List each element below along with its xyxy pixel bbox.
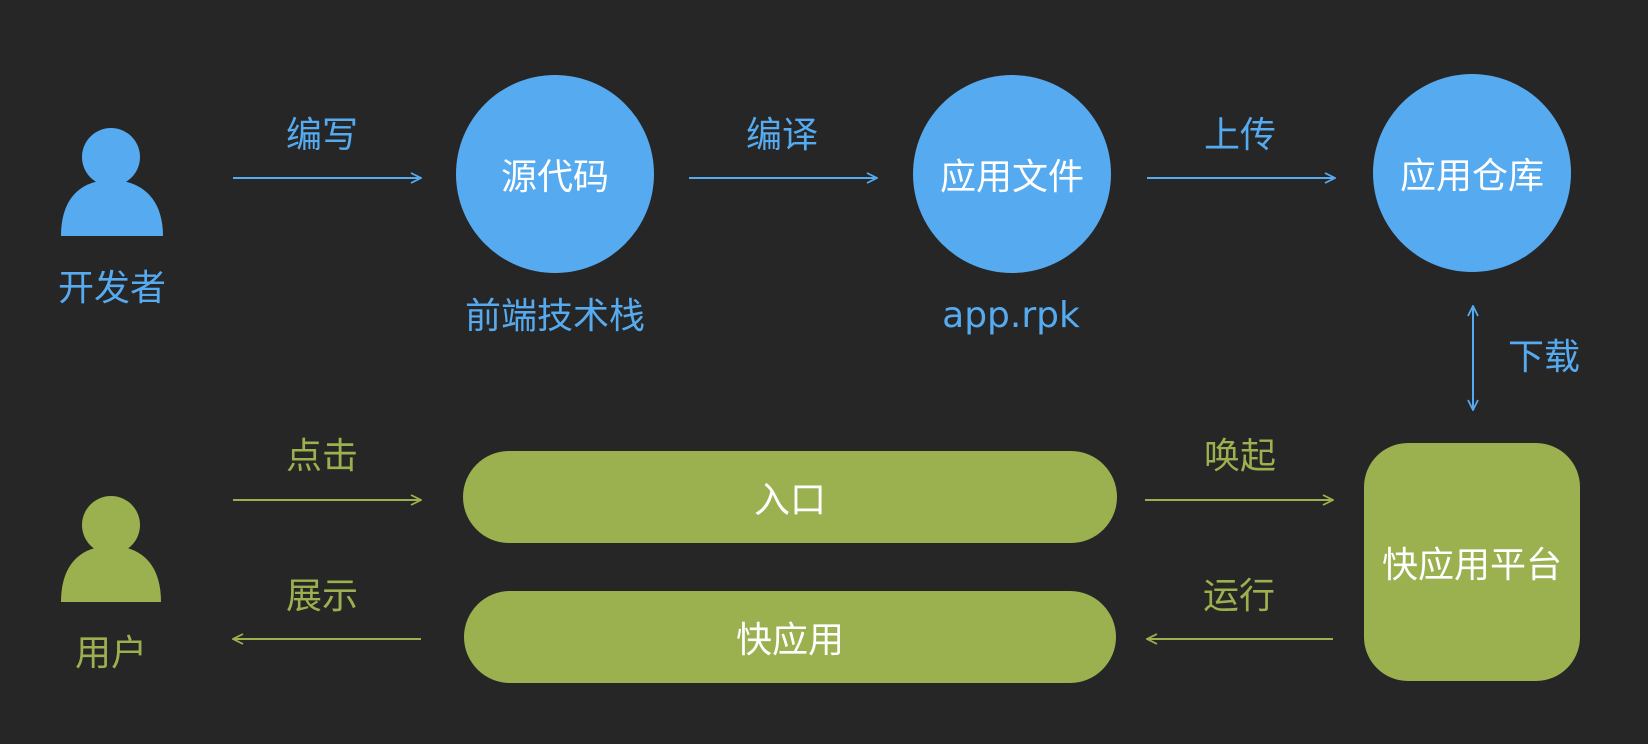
source-code-label: 源代码 (500, 157, 609, 198)
app-file-node: 应用文件 (913, 75, 1111, 273)
quick-app-label: 快应用 (735, 620, 844, 661)
app-store-node: 应用仓库 (1373, 74, 1571, 272)
write-label: 编写 (285, 115, 359, 156)
developer-person-icon (61, 128, 163, 236)
platform-label: 快应用平台 (1381, 545, 1562, 586)
download-label: 下载 (1507, 337, 1581, 378)
invoke-label: 唤起 (1203, 436, 1277, 477)
entry-node: 入口 (463, 451, 1117, 543)
source-code-node: 源代码 (456, 75, 654, 273)
upload-label: 上传 (1203, 115, 1277, 156)
user-person-icon (61, 496, 161, 602)
app-file-caption: app.rpk (942, 295, 1080, 336)
quick-app-node: 快应用 (464, 591, 1116, 683)
run-label: 运行 (1202, 576, 1276, 617)
app-file-label: 应用文件 (939, 157, 1084, 198)
platform-node: 快应用平台 (1364, 443, 1580, 681)
compile-label: 编译 (745, 115, 819, 156)
app-store-label: 应用仓库 (1399, 156, 1544, 197)
user-label: 用户 (74, 633, 148, 674)
click-label: 点击 (285, 436, 359, 477)
developer-label: 开发者 (57, 268, 167, 309)
display-label: 展示 (285, 576, 359, 617)
entry-label: 入口 (753, 480, 826, 521)
source-code-caption: 前端技术栈 (464, 296, 646, 337)
